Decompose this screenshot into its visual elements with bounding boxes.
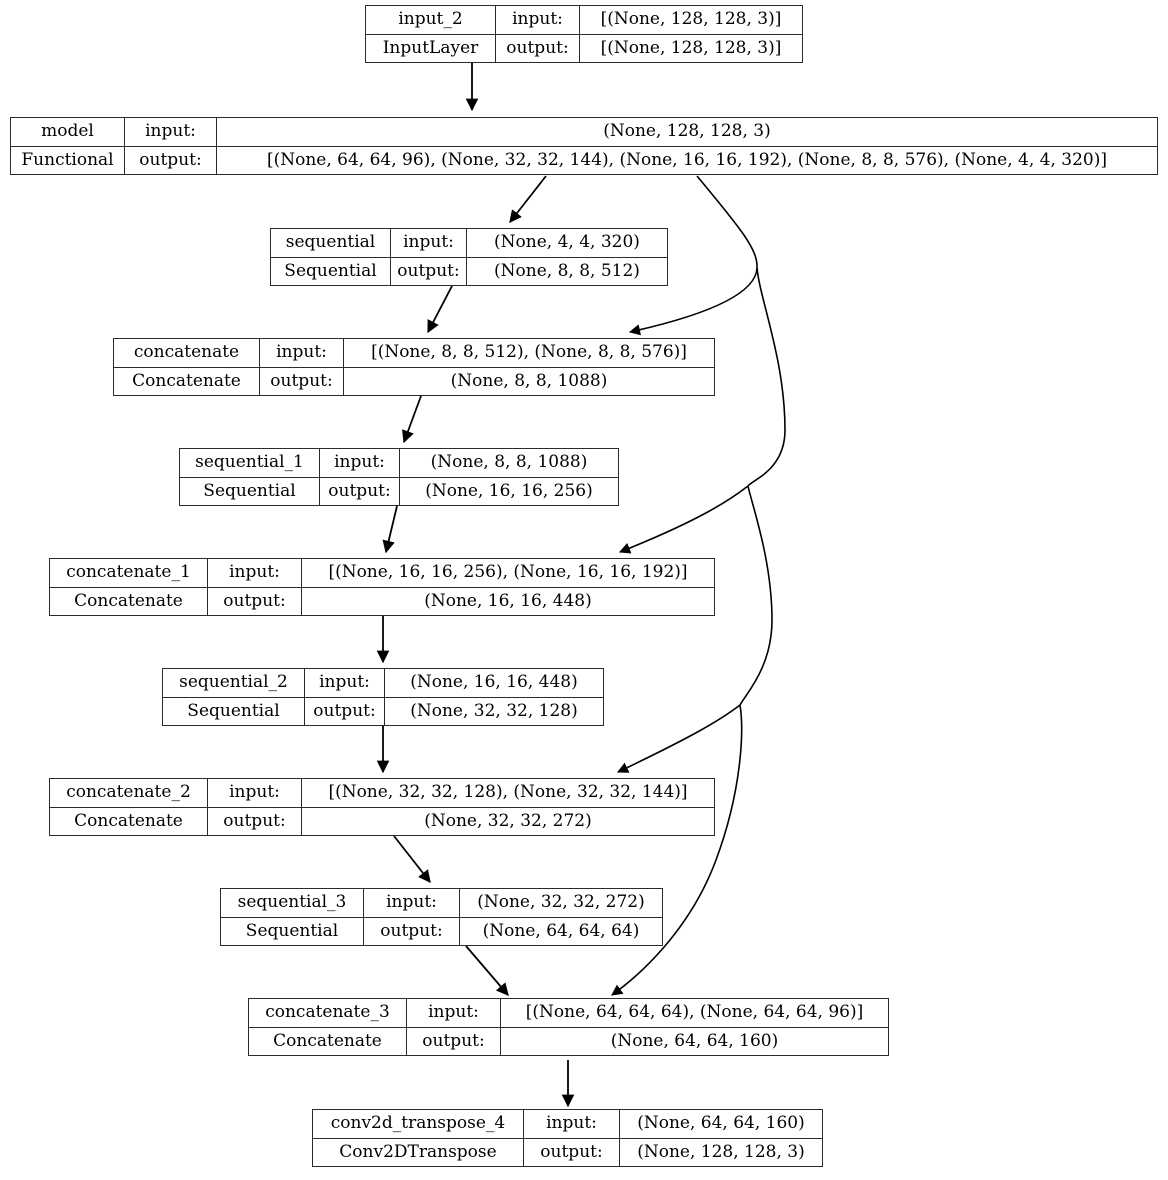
node-sequential_3-input-label: input:	[364, 889, 460, 917]
edge-concatenate2-sequential3	[393, 835, 431, 883]
node-sequential-output-label: output:	[391, 257, 467, 285]
edge-sequential1-concatenate1	[382, 505, 398, 554]
node-concatenate_2-input-shape: [(None, 32, 32, 128), (None, 32, 32, 144…	[328, 782, 688, 803]
edge-skip-spine-2	[747, 267, 786, 487]
node-conv2d_transpose_4-name: conv2d_transpose_4	[313, 1110, 524, 1138]
node-concatenate_1-name: concatenate_1	[50, 559, 208, 587]
node-concatenate-class: Concatenate	[114, 367, 260, 395]
node-sequential_2-output-shape: (None, 32, 32, 128)	[410, 700, 578, 721]
node-sequential_3-output-shape: (None, 64, 64, 64)	[482, 920, 640, 941]
node-concatenate-input-label: input:	[260, 339, 344, 367]
node-concatenate_1-output-shape: (None, 16, 16, 448)	[424, 590, 592, 611]
node-model-output-label: output:	[125, 146, 217, 174]
node-input_2-name: input_2	[366, 6, 496, 34]
node-conv2d_transpose_4-input-shape: (None, 64, 64, 160)	[637, 1113, 805, 1134]
node-concatenate_3-input-shape: [(None, 64, 64, 64), (None, 64, 64, 96)]	[525, 1002, 864, 1023]
node-sequential_2[interactable]: sequential_2 input: (None, 16, 16, 448) …	[162, 668, 604, 726]
node-input_2-output-label: output:	[496, 34, 580, 62]
node-sequential_3-name: sequential_3	[221, 889, 364, 917]
node-input_2-input-shape: [(None, 128, 128, 3)]	[600, 9, 782, 30]
edge-model-skip-trunk	[696, 175, 758, 269]
node-concatenate_1-class: Concatenate	[50, 587, 208, 615]
edge-model-concatenate-2	[616, 704, 741, 773]
edge-model-sequential	[509, 175, 547, 223]
node-conv2d_transpose_4-output-shape: (None, 128, 128, 3)	[637, 1141, 805, 1162]
node-conv2d_transpose_4[interactable]: conv2d_transpose_4 input: (None, 64, 64,…	[312, 1109, 823, 1167]
edge-model-concatenate-3	[611, 704, 743, 996]
node-concatenate-output-label: output:	[260, 367, 344, 395]
edge-concatenate-sequential1	[402, 395, 422, 444]
node-model-input-label: input:	[125, 118, 217, 146]
node-concatenate-name: concatenate	[114, 339, 260, 367]
node-input_2-output-shape: [(None, 128, 128, 3)]	[600, 37, 782, 58]
node-concatenate_3-name: concatenate_3	[249, 999, 407, 1027]
node-concatenate_2-output-label: output:	[208, 807, 302, 835]
node-sequential-input-label: input:	[391, 229, 467, 257]
node-concatenate_2-name: concatenate_2	[50, 779, 208, 807]
node-model-name: model	[11, 118, 125, 146]
edge-sequential-concatenate	[427, 285, 453, 334]
node-sequential-name: sequential	[271, 229, 391, 257]
node-conv2d_transpose_4-class: Conv2DTranspose	[313, 1138, 524, 1166]
node-concatenate_3[interactable]: concatenate_3 input: [(None, 64, 64, 64)…	[248, 998, 889, 1056]
node-sequential_1-output-label: output:	[320, 477, 400, 505]
node-sequential-class: Sequential	[271, 257, 391, 285]
node-concatenate-output-shape: (None, 8, 8, 1088)	[450, 370, 608, 391]
node-concatenate_3-output-shape: (None, 64, 64, 160)	[610, 1030, 779, 1051]
node-sequential_1-class: Sequential	[180, 477, 320, 505]
node-sequential_2-class: Sequential	[163, 697, 305, 725]
node-sequential_1-output-shape: (None, 16, 16, 256)	[425, 480, 593, 501]
node-conv2d_transpose_4-output-label: output:	[524, 1138, 620, 1166]
node-input_2-class: InputLayer	[366, 34, 496, 62]
node-concatenate_2[interactable]: concatenate_2 input: [(None, 32, 32, 128…	[49, 778, 715, 836]
edge-skip-spine-3	[739, 485, 773, 706]
node-concatenate_3-output-label: output:	[407, 1027, 501, 1055]
node-sequential_1[interactable]: sequential_1 input: (None, 8, 8, 1088) S…	[179, 448, 619, 506]
node-concatenate_1-input-shape: [(None, 16, 16, 256), (None, 16, 16, 192…	[328, 562, 688, 583]
node-sequential_1-input-label: input:	[320, 449, 400, 477]
node-sequential_2-output-label: output:	[305, 697, 385, 725]
node-sequential-output-shape: (None, 8, 8, 512)	[494, 260, 640, 281]
node-sequential_1-input-shape: (None, 8, 8, 1088)	[430, 452, 588, 473]
node-concatenate-input-shape: [(None, 8, 8, 512), (None, 8, 8, 576)]	[371, 342, 687, 363]
node-sequential[interactable]: sequential input: (None, 4, 4, 320) Sequ…	[270, 228, 668, 286]
node-concatenate_1[interactable]: concatenate_1 input: [(None, 16, 16, 256…	[49, 558, 715, 616]
node-sequential-input-shape: (None, 4, 4, 320)	[494, 232, 640, 253]
node-sequential_3[interactable]: sequential_3 input: (None, 32, 32, 272) …	[220, 888, 663, 946]
node-concatenate[interactable]: concatenate input: [(None, 8, 8, 512), (…	[113, 338, 715, 396]
node-concatenate_2-output-shape: (None, 32, 32, 272)	[424, 810, 592, 831]
node-input_2[interactable]: input_2 input: [(None, 128, 128, 3)] Inp…	[365, 5, 803, 63]
node-conv2d_transpose_4-input-label: input:	[524, 1110, 620, 1138]
node-input_2-input-label: input:	[496, 6, 580, 34]
node-model-input-shape: (None, 128, 128, 3)	[603, 121, 771, 142]
node-concatenate_2-input-label: input:	[208, 779, 302, 807]
node-model-class: Functional	[11, 146, 125, 174]
node-sequential_1-name: sequential_1	[180, 449, 320, 477]
node-concatenate_3-class: Concatenate	[249, 1027, 407, 1055]
node-concatenate_1-output-label: output:	[208, 587, 302, 615]
edge-sequential3-concatenate3	[465, 945, 509, 996]
edge-model-concatenate-1	[618, 485, 749, 554]
node-sequential_2-input-label: input:	[305, 669, 385, 697]
node-model-output-shape: [(None, 64, 64, 96), (None, 32, 32, 144)…	[266, 149, 1107, 170]
node-sequential_2-name: sequential_2	[163, 669, 305, 697]
node-sequential_3-class: Sequential	[221, 917, 364, 945]
node-sequential_2-input-shape: (None, 16, 16, 448)	[410, 672, 578, 693]
node-concatenate_2-class: Concatenate	[50, 807, 208, 835]
node-model[interactable]: model input: (None, 128, 128, 3) Functio…	[10, 117, 1158, 175]
node-concatenate_1-input-label: input:	[208, 559, 302, 587]
node-sequential_3-input-shape: (None, 32, 32, 272)	[477, 892, 645, 913]
node-concatenate_3-input-label: input:	[407, 999, 501, 1027]
node-sequential_3-output-label: output:	[364, 917, 460, 945]
